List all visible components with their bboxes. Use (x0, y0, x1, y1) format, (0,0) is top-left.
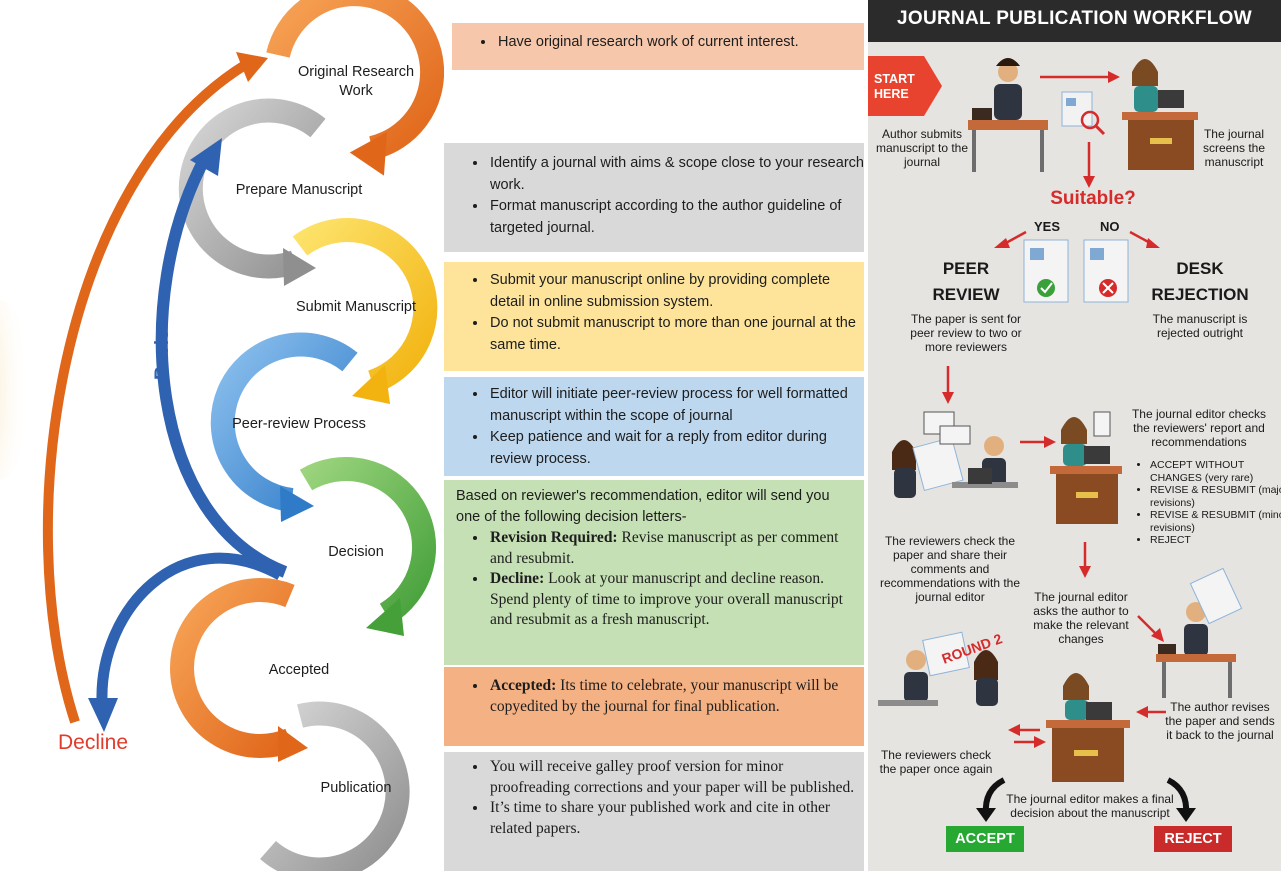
box-submit-item: Submit your manuscript online by providi… (488, 270, 864, 313)
cycle-arrow-submit (292, 218, 438, 404)
decision-to-decline-arrow (88, 552, 283, 732)
cycle-arrow-peer (210, 332, 358, 522)
approved-document-icon (1023, 239, 1069, 303)
desk-rejection-heading: DESK REJECTION (1151, 259, 1249, 304)
decline-label: Decline (58, 731, 129, 754)
workflow-title: JOURNAL PUBLICATION WORKFLOW (897, 8, 1252, 29)
cycle-arrow-decision (299, 456, 437, 636)
yes-label: YES (1034, 219, 1061, 234)
start-badge (868, 56, 942, 116)
final-decision-text: The journal editor makes a final decisio… (1006, 792, 1174, 820)
reviewers-round2-figure (878, 631, 998, 706)
revise-arrow (155, 138, 288, 578)
box-decision-intro: Based on reviewer's recommendation, edit… (456, 488, 830, 525)
box-accepted: Accepted: Its time to celebrate, your ma… (444, 667, 864, 746)
author-revises-text: The author revises the paper and sends i… (1165, 700, 1275, 742)
revise-label: Revise (152, 319, 173, 380)
box-original-item: Have original research work of current i… (496, 32, 864, 54)
rejected-document-icon (1083, 239, 1129, 303)
peer-review-heading: PEER REVIEW (932, 259, 1000, 304)
box-decision: Based on reviewer's recommendation, edit… (444, 480, 864, 665)
box-publication-item: You will receive galley proof version fo… (488, 757, 864, 798)
step-submit: Submit Manuscript (295, 299, 417, 315)
box-peer: Editor will initiate peer-review process… (444, 377, 864, 476)
workflow-infographic: JOURNAL PUBLICATION WORKFLOW (868, 0, 1281, 871)
reviewers-check-text: The reviewers check the paper and share … (879, 534, 1021, 604)
box-publication-item: It’s time to share your published work a… (488, 798, 864, 839)
box-prepare-item: Identify a journal with aims & scope clo… (488, 153, 864, 196)
box-prepare: Identify a journal with aims & scope clo… (444, 143, 864, 252)
box-decision-item: Decline: Look at your manuscript and dec… (488, 569, 852, 631)
no-label: NO (1100, 219, 1120, 234)
editor-asks-text: The journal editor asks the author to ma… (1033, 590, 1129, 646)
box-original: Have original research work of current i… (452, 23, 864, 70)
step-original: Original Research Work (297, 64, 415, 99)
author-revising-figure (1156, 567, 1243, 698)
box-submit: Submit your manuscript online by providi… (444, 262, 864, 371)
process-cycle-graphic: Revise (0, 0, 444, 871)
step-decision: Decision (328, 544, 384, 560)
journal-editor-final-figure (1046, 673, 1130, 782)
workflow-graphics: ROUND 2 (868, 56, 1243, 822)
step-prepare: Prepare Manuscript (235, 182, 363, 198)
desk-rejection-desc: The manuscript is rejected outright (1152, 312, 1248, 340)
reviewers-figure (892, 411, 1018, 498)
decision-options-list: ACCEPT WITHOUT CHANGES (very rare) REVIS… (1136, 459, 1281, 547)
author-submits-text: Author submits manuscript to the journal (875, 127, 969, 169)
step-publication: Publication (320, 780, 392, 796)
box-decision-item: Revision Required: Revise manuscript as … (488, 528, 852, 569)
cycle-arrow-original (266, 0, 444, 176)
suitable-question: Suitable? (1050, 188, 1136, 209)
decision-option: REJECT (1150, 534, 1281, 547)
reject-badge: REJECT (1154, 826, 1232, 852)
box-peer-item: Editor will initiate peer-review process… (488, 384, 864, 427)
start-here-label: START HERE (874, 72, 915, 101)
editor-checks-text: The journal editor checks the reviewers'… (1131, 407, 1267, 449)
decline-to-original-arrow (42, 52, 268, 724)
decision-option: ACCEPT WITHOUT CHANGES (very rare) (1150, 459, 1281, 484)
journal-screener-figure (1122, 59, 1198, 170)
decision-option: REVISE & RESUBMIT (major revisions) (1150, 484, 1281, 509)
author-at-desk-figure (968, 58, 1048, 172)
box-submit-item: Do not submit manuscript to more than on… (488, 313, 864, 356)
box-peer-item: Keep patience and wait for a reply from … (488, 427, 864, 470)
step-peer: Peer-review Process (232, 416, 366, 432)
magnifier-document-icon (1061, 91, 1106, 136)
cycle-arrow-accepted (170, 578, 308, 762)
left-glow (0, 300, 30, 480)
step-accepted: Accepted (268, 662, 330, 678)
journal-screens-text: The journal screens the manuscript (1202, 127, 1266, 169)
box-accepted-item: Accepted: Its time to celebrate, your ma… (488, 676, 864, 717)
journal-editor-figure (1050, 411, 1122, 524)
box-publication: You will receive galley proof version fo… (444, 752, 864, 871)
decision-option: REVISE & RESUBMIT (minor revisions) (1150, 509, 1281, 534)
cycle-arrow-publication (260, 701, 410, 871)
box-prepare-item: Format manuscript according to the autho… (488, 196, 864, 239)
peer-review-desc: The paper is sent for peer review to two… (910, 312, 1022, 354)
workflow-title-bar (868, 0, 1281, 42)
reviewers-again-text: The reviewers check the paper once again (879, 748, 993, 776)
accept-badge: ACCEPT (946, 826, 1024, 852)
